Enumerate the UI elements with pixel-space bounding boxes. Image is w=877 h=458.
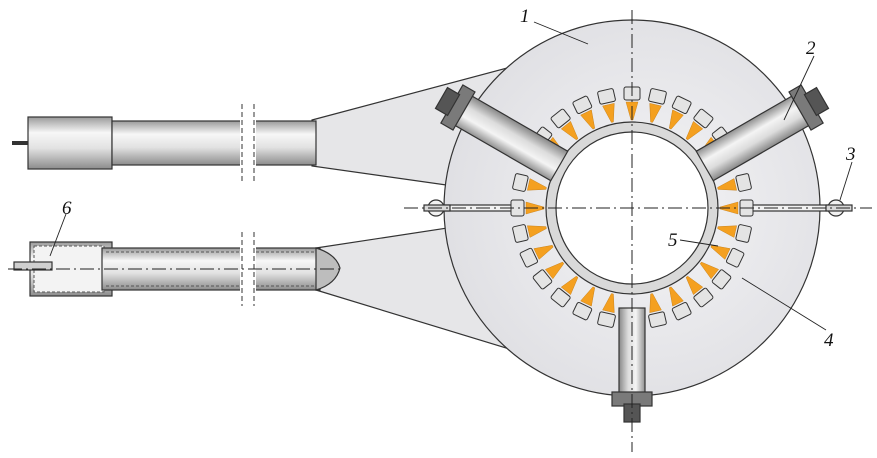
plasma-cone — [685, 275, 704, 295]
label-injector: 2 — [806, 38, 816, 59]
plasma-cone — [560, 121, 579, 141]
plasma-cone — [560, 275, 579, 295]
plasma-cone — [685, 121, 704, 141]
injector-right — [695, 84, 830, 182]
ring-segment — [512, 224, 529, 243]
ring-segment — [550, 108, 571, 129]
ring-segment — [597, 88, 616, 105]
ring-segment — [693, 108, 714, 129]
plasma-cone — [580, 286, 595, 307]
ring-segment — [532, 269, 553, 290]
ring-segment — [519, 247, 538, 268]
label-rear-cylinder: 6 — [62, 198, 72, 219]
ring-segment — [572, 95, 593, 114]
ring-segment — [693, 287, 714, 308]
break-marks — [240, 104, 256, 306]
ring-segment — [648, 88, 667, 105]
ring-segment — [572, 302, 593, 321]
plasma-cone — [669, 286, 684, 307]
upper-end-cap — [27, 116, 113, 170]
plasma-cone — [580, 109, 595, 130]
plasma-cone — [533, 245, 554, 260]
plasma-cone — [602, 293, 615, 313]
plasma-cone — [649, 293, 662, 313]
plasma-cone — [717, 225, 737, 238]
ring-segment — [648, 311, 667, 328]
segment-ring — [510, 86, 754, 328]
label-probe: 3 — [845, 144, 856, 165]
injector-left — [434, 84, 569, 182]
ring-segment — [735, 173, 752, 192]
rear-plug — [13, 261, 53, 271]
label-housing: 1 — [520, 6, 530, 27]
upper-tube — [111, 120, 317, 166]
plasma-cone — [527, 178, 547, 191]
ring-segment — [512, 173, 529, 192]
plasma-cone — [527, 225, 547, 238]
injector-bottom — [611, 307, 653, 423]
ring-segment — [711, 269, 732, 290]
ring-segment — [550, 287, 571, 308]
plasma-cone — [699, 261, 719, 280]
ring-segment — [671, 95, 692, 114]
label-chamber: 5 — [668, 230, 678, 251]
plasma-cone — [545, 261, 565, 280]
plasma-cone — [649, 103, 662, 123]
plasma-cone — [717, 178, 737, 191]
plasma-cone — [602, 103, 615, 123]
plasma-cone — [710, 245, 731, 260]
ring-segment — [726, 247, 745, 268]
upper-tube-assembly — [12, 116, 317, 170]
ring-segment — [597, 311, 616, 328]
label-segment: 4 — [824, 330, 834, 351]
plasma-cone — [669, 109, 684, 130]
ring-segment — [735, 224, 752, 243]
ring-segment — [671, 302, 692, 321]
